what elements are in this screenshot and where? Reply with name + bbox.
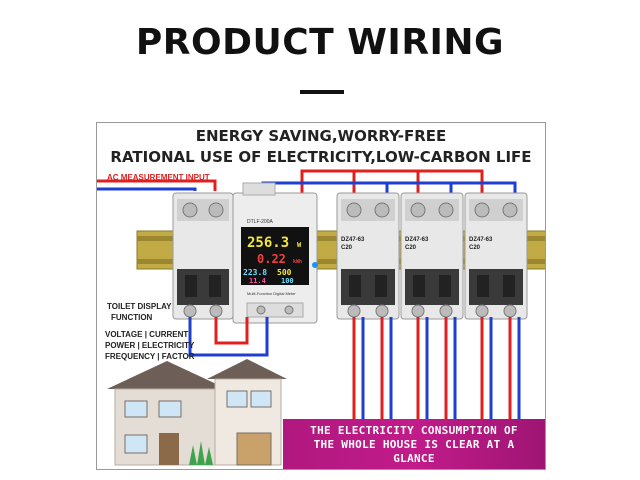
meter-frequency: 11.4 [249, 277, 266, 285]
meter-energy-unit: kWh [293, 259, 302, 265]
meter-voltage: 223.8 [243, 268, 267, 277]
outgoing-live-wires [352, 317, 512, 423]
ac-input-label: AC MEASUREMENT INPUT [107, 173, 210, 182]
banner-line-2: THE WHOLE HOUSE IS CLEAR AT A [313, 438, 515, 451]
branch-breaker-1: DZ47-63 C20 [336, 192, 400, 320]
ac-live-wire [97, 179, 217, 191]
toilet-label-line-1: TOILET DISPLAY [107, 302, 172, 311]
energy-meter: DTLF-200A 256.3 W 0.22 kWh 223.8 500 11.… [232, 182, 318, 324]
panel-heading-1: ENERGY SAVING,WORRY-FREE [195, 127, 447, 145]
live-to-meter [214, 317, 249, 345]
meter-energy: 0.22 [257, 252, 286, 266]
meter-factor: 100 [281, 277, 294, 285]
main-breaker [172, 192, 234, 320]
features-line-1: VOLTAGE | CURRENT [105, 330, 189, 339]
meter-current: 500 [277, 268, 292, 277]
wiring-diagram: DTLF-200A 256.3 W 0.22 kWh 223.8 500 11.… [97, 169, 545, 466]
banner-line-1: THE ELECTRICITY CONSUMPTION OF [310, 424, 518, 437]
toilet-label-line-2: FUNCTION [111, 313, 153, 322]
breaker-rating: C20 [405, 245, 417, 251]
neutral-to-meter [188, 317, 269, 357]
breaker-rating: C20 [341, 245, 353, 251]
features-line-3: FREQUENCY | FACTOR [105, 352, 195, 361]
wiring-panel: ENERGY SAVING,WORRY-FREE RATIONAL USE OF… [96, 122, 546, 470]
title-underline [300, 90, 344, 94]
features-line-2: POWER | ELECTRICITY [105, 341, 195, 350]
breaker-rating: C20 [469, 245, 481, 251]
banner-line-3: GLANCE [393, 452, 435, 465]
meter-model: DTLF-200A [247, 219, 274, 225]
meter-power-unit: W [297, 241, 302, 249]
breaker-model: DZ47-63 [405, 237, 429, 243]
panel-heading-2: RATIONAL USE OF ELECTRICITY,LOW-CARBON L… [110, 148, 532, 166]
branch-breaker-3: DZ47-63 C20 [464, 192, 528, 320]
breaker-model: DZ47-63 [341, 237, 365, 243]
breaker-model: DZ47-63 [469, 237, 493, 243]
meter-power: 256.3 [247, 235, 289, 251]
outgoing-neutral-wires [361, 317, 521, 423]
page-title: PRODUCT WIRING [135, 22, 505, 63]
features-label: VOLTAGE | CURRENT POWER | ELECTRICITY FR… [105, 329, 195, 362]
branch-breaker-2: DZ47-63 C20 [400, 192, 464, 320]
house-illustration [107, 359, 287, 466]
toilet-display-label: TOILET DISPLAY FUNCTION [107, 301, 171, 323]
meter-caption: Multi-Function Digital Meter [247, 291, 296, 296]
ac-neutral-wire [97, 187, 197, 191]
consumption-banner: THE ELECTRICITY CONSUMPTION OF THE WHOLE… [283, 419, 545, 469]
